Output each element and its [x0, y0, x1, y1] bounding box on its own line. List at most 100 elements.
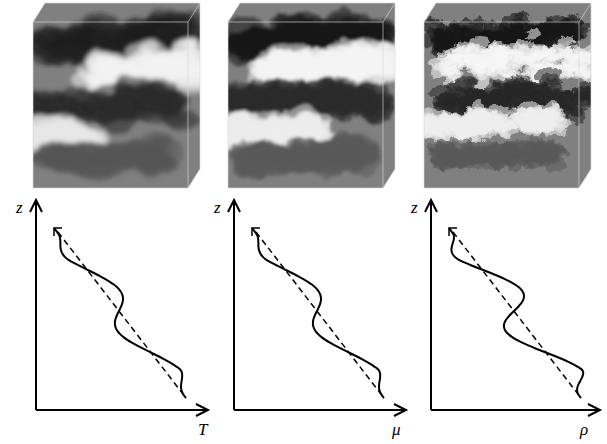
cube-edge [395, 3, 396, 169]
cube-edge [228, 3, 240, 22]
axis-label: z [16, 199, 23, 216]
axis-arrowhead [394, 404, 406, 416]
cloud-blob [126, 149, 160, 168]
cloud-blob [542, 152, 554, 159]
cube-edge [424, 3, 436, 22]
z-axis [430, 200, 432, 410]
cube-edge [579, 169, 591, 188]
axis-arrowhead [228, 200, 240, 212]
cloud-blob [451, 52, 470, 63]
cloud-blob [491, 83, 499, 88]
cube-edge [436, 3, 591, 4]
cloud-blob [442, 31, 453, 37]
cloud-blob [508, 151, 518, 157]
cube-edge [383, 169, 395, 188]
axis-label: ρ [580, 421, 588, 438]
cloud-blob [173, 41, 196, 54]
cloud-blob [524, 119, 537, 126]
cloud-blob [549, 26, 565, 35]
cube-volume [228, 3, 395, 188]
cloud-blob [148, 8, 192, 33]
cube-edge [228, 22, 383, 23]
cube-edge [33, 22, 34, 188]
cloud-blob [582, 95, 594, 102]
cloud-blob [116, 88, 145, 104]
mean-gradient [58, 232, 186, 398]
cloud-blob [364, 92, 391, 107]
cloud-blob [505, 13, 532, 28]
cloud-blob [447, 67, 462, 76]
x-axis [234, 409, 406, 411]
cloud-blob [502, 77, 530, 93]
axis-label: z [214, 199, 221, 216]
cloud-blob [513, 40, 537, 54]
axis-arrowhead [30, 200, 42, 212]
cloud-blob [364, 53, 408, 78]
cube-edge [383, 3, 395, 22]
x-axis [36, 409, 208, 411]
cloud-blob [437, 112, 459, 124]
cloud-blob [172, 62, 203, 80]
cloud-blob [78, 144, 112, 163]
cube-edge [228, 22, 229, 188]
cube-edge [228, 188, 383, 189]
cloud-blob [494, 124, 503, 129]
cloud-blob [139, 90, 177, 112]
x-axis [431, 409, 600, 411]
cloud-blob [474, 62, 485, 68]
simulation-cube [413, 3, 602, 188]
z-axis [233, 200, 235, 410]
cube-edge [579, 3, 591, 22]
axis-label: μ [392, 421, 401, 438]
axis-label: T [198, 421, 207, 438]
mean-gradient [256, 232, 384, 398]
cloud-blob [413, 118, 439, 133]
cloud-blob [277, 158, 295, 168]
cube-edge [424, 188, 579, 189]
layer-clouds [413, 13, 602, 172]
cube-edge [591, 3, 592, 169]
axis-arrowhead [588, 404, 600, 416]
cloud-blob [34, 141, 77, 165]
cloud-blob [564, 51, 585, 63]
simulation-cube [209, 3, 408, 188]
cloud-blob [217, 115, 250, 134]
cloud-blob [370, 26, 390, 38]
cloud-blob [454, 46, 463, 51]
cloud-blob [571, 91, 584, 99]
layer-clouds [209, 9, 408, 179]
cloud-blob [172, 65, 194, 78]
cloud-blob [461, 119, 475, 127]
layer-clouds [16, 8, 212, 181]
cloud-blob [91, 106, 113, 118]
cloud-blob [447, 125, 458, 131]
cube-edge [188, 169, 200, 188]
cube-edge [383, 22, 384, 188]
cloud-blob [429, 86, 453, 99]
cube-edge [33, 188, 188, 189]
cube-edge [424, 22, 425, 188]
profile-plot [30, 200, 208, 416]
cloud-blob [295, 149, 333, 171]
cube-edge [579, 22, 580, 188]
cloud-blob [342, 94, 361, 105]
cloud-blob [562, 68, 576, 76]
cloud-blob [539, 74, 560, 86]
cloud-blob [431, 154, 453, 167]
cloud-blob [458, 61, 470, 68]
profile-tip [252, 228, 260, 236]
axis-arrowhead [196, 404, 208, 416]
cloud-blob [211, 88, 247, 108]
staircase-profile [252, 228, 384, 398]
cube-edge [33, 3, 45, 22]
cloud-blob [268, 48, 312, 73]
cloud-blob [436, 101, 453, 111]
cube-edge [188, 22, 189, 188]
cloud-blob [32, 98, 46, 106]
cloud-blob [441, 154, 453, 161]
cloud-blob [427, 124, 439, 131]
cloud-blob [240, 91, 255, 100]
cloud-blob [566, 113, 586, 125]
